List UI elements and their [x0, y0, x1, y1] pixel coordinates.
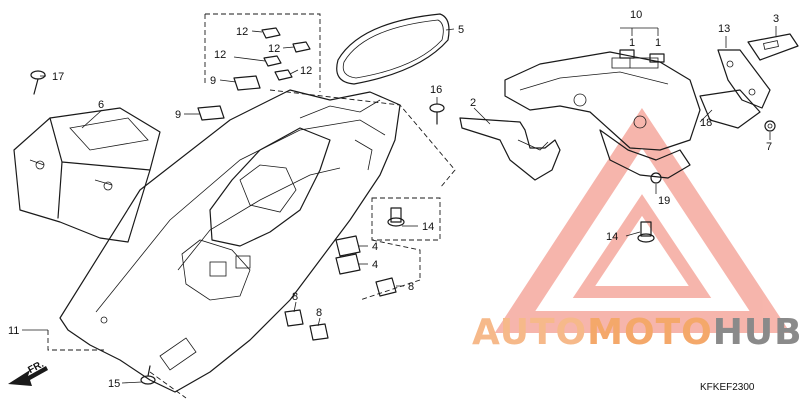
bolt-14-part	[387, 207, 405, 227]
callout-14b: 14	[606, 231, 618, 243]
callout-4b: 4	[372, 259, 378, 271]
callout-17: 17	[52, 71, 64, 83]
nut-7-part	[764, 120, 776, 132]
bolt-14b-part	[637, 221, 655, 243]
callout-12b: 12	[268, 43, 280, 55]
callout-6: 6	[98, 99, 104, 111]
callout-8a: 8	[408, 281, 414, 293]
callout-15: 15	[108, 378, 120, 390]
callout-4a: 4	[372, 241, 378, 253]
callout-12a: 12	[236, 26, 248, 38]
callout-11: 11	[8, 325, 19, 337]
callout-12c: 12	[214, 49, 226, 61]
watermark-moto: MOTO	[587, 312, 713, 353]
callout-labels: 17 6 11 15 12 12 12 12 9 9 5 16 2 14 4 4…	[8, 9, 779, 390]
watermark-auto: AUTO	[472, 312, 588, 353]
rear-fender-part	[59, 89, 401, 393]
watermark-hub: HUB	[712, 312, 800, 353]
screw-16-part	[429, 103, 445, 125]
bracket-13-part	[717, 49, 771, 109]
pad-1-parts	[619, 49, 665, 63]
callout-19: 19	[658, 195, 670, 207]
callout-8c: 8	[316, 307, 322, 319]
callout-2: 2	[470, 97, 476, 109]
cushion-4-parts	[335, 235, 361, 275]
bracket-2-part	[459, 117, 561, 181]
clip-12-parts	[261, 27, 311, 81]
callout-10: 10	[630, 9, 642, 21]
callout-8b: 8	[292, 291, 298, 303]
diagram-code: KFKEF2300	[700, 382, 755, 393]
callout-1b: 1	[655, 37, 661, 49]
clip-19-part	[650, 172, 662, 184]
callout-3: 3	[773, 13, 779, 25]
tail-cowl-part	[504, 51, 701, 179]
callout-9a: 9	[210, 75, 216, 87]
leader-lines	[22, 26, 777, 384]
bolt-15-part	[140, 365, 156, 385]
callout-14a: 14	[422, 221, 434, 233]
callout-7: 7	[766, 141, 772, 153]
front-direction-arrow	[8, 366, 48, 386]
watermark-text: AUTOMOTOHUB	[472, 312, 800, 356]
band-5-part	[336, 13, 450, 85]
storage-box-part	[13, 107, 161, 243]
bracket-18-part	[699, 89, 761, 129]
group-outline	[47, 13, 456, 399]
callout-18: 18	[700, 117, 712, 129]
callout-9b: 9	[175, 109, 181, 121]
bolt-17-part	[30, 70, 46, 95]
pad-9-parts	[197, 75, 261, 121]
callout-16: 16	[430, 84, 442, 96]
plate-3-part	[747, 33, 799, 61]
callout-12d: 12	[300, 65, 312, 77]
watermark-logo	[494, 107, 791, 333]
callout-1a: 1	[629, 37, 635, 49]
cushion-8-parts	[284, 277, 397, 341]
callout-13: 13	[718, 23, 730, 35]
callout-5: 5	[458, 24, 464, 36]
